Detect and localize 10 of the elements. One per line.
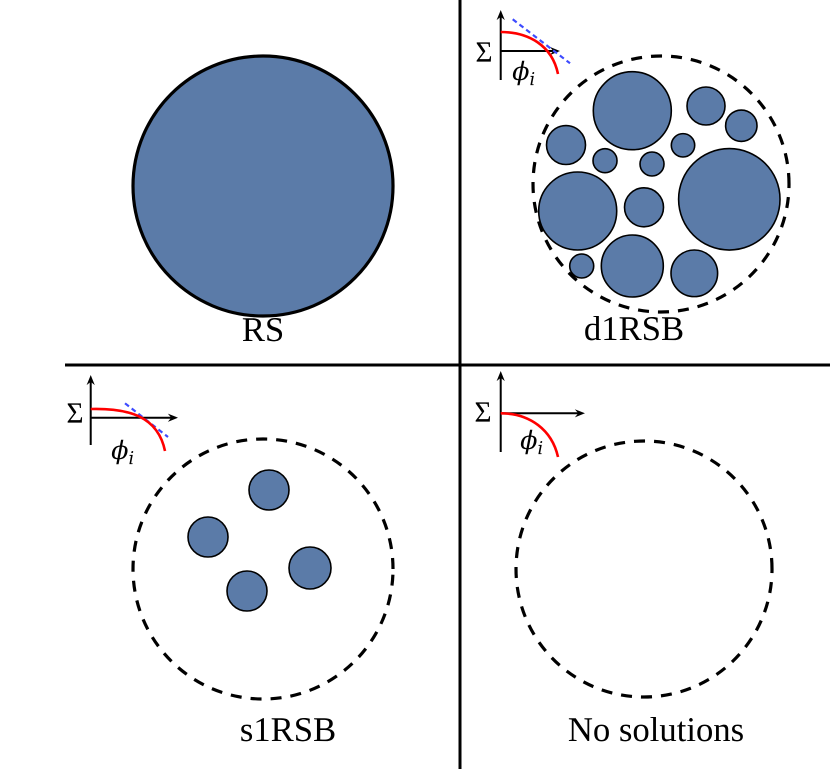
panel-caption: s1RSB bbox=[241, 718, 334, 742]
axis-label: Σ bbox=[476, 42, 492, 62]
axis-label: ϕ$_{i}$ bbox=[112, 440, 134, 464]
panel-caption: d1RSB bbox=[585, 316, 682, 340]
panel-caption: No solutions bbox=[568, 716, 743, 742]
panel-caption: RS bbox=[242, 318, 282, 342]
axis-label: ϕ$_{i}$ bbox=[512, 60, 534, 86]
axis-label: Σ bbox=[68, 403, 82, 423]
axis-label: Σ bbox=[476, 402, 490, 422]
axis-label: ϕ$_{i}$ bbox=[520, 430, 542, 454]
